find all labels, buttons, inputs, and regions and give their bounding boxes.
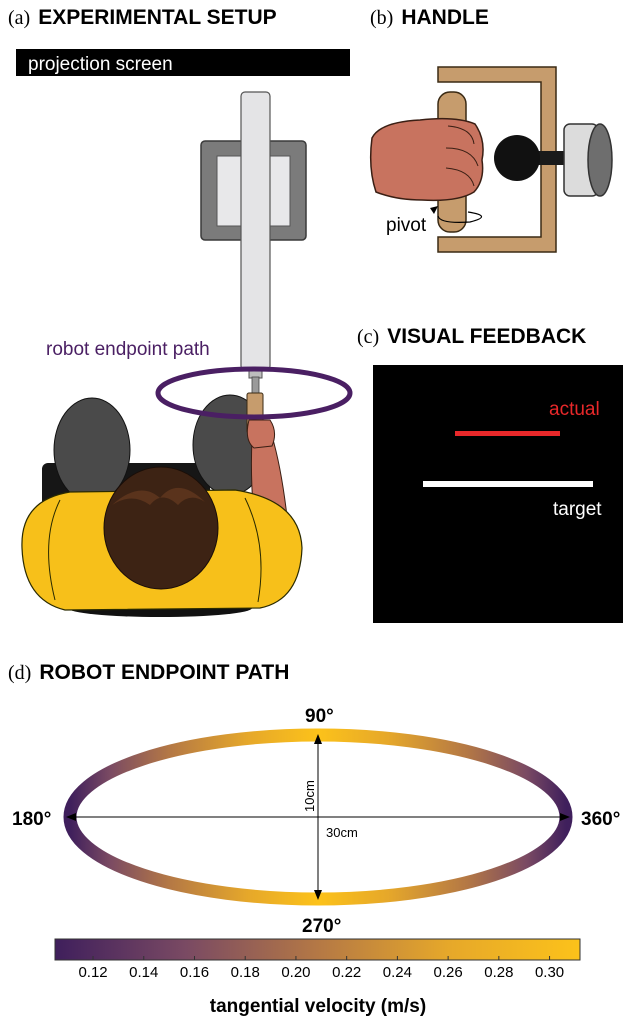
robot-endpoint-path-ellipse [155, 366, 353, 420]
angle-180-label: 180° [12, 809, 51, 830]
projection-screen-label: projection screen [28, 54, 173, 75]
panel-d-heading: ROBOT ENDPOINT PATH [39, 661, 290, 684]
pivot-label: pivot [386, 215, 427, 236]
width-label: 30cm [326, 825, 358, 840]
width-arrow-right [560, 813, 570, 821]
left-leg [53, 397, 131, 503]
pivot-arrowhead [430, 206, 438, 214]
height-label: 10cm [302, 780, 317, 812]
colorbar-label: tangential velocity (m/s) [210, 996, 426, 1017]
height-arrow-bottom [314, 890, 322, 900]
visual-feedback-screen: actual target [373, 365, 623, 623]
actual-line [455, 431, 560, 436]
colorbar-tick-label: 0.12 [78, 964, 107, 981]
angle-90-label: 90° [305, 706, 334, 727]
panel-b-title: (b) HANDLE [370, 6, 489, 30]
projection-screen [16, 49, 350, 76]
actual-label: actual [549, 399, 600, 420]
robot-arm-shaft [251, 376, 260, 394]
hand-fist [369, 117, 484, 202]
motor-disk-face [587, 123, 613, 197]
fist-finger-3 [445, 167, 475, 187]
colorbar-tick-label: 0.30 [535, 964, 564, 981]
panel-d-letter: (d) [8, 662, 32, 684]
colorbar-tick-label: 0.14 [129, 964, 158, 981]
handle-ball [494, 135, 540, 181]
experimental-setup-illustration: projection screen robot endpoint path [16, 49, 353, 617]
colorbar-tick-label: 0.26 [434, 964, 463, 981]
velocity-colorbar [54, 938, 581, 961]
colorbar-tick-label: 0.18 [231, 964, 260, 981]
colorbar-tick-label: 0.16 [180, 964, 209, 981]
colorbar-tick-label: 0.28 [484, 964, 513, 981]
width-arrow-left [66, 813, 76, 821]
colorbar-tick-label: 0.22 [332, 964, 361, 981]
panel-a-heading: EXPERIMENTAL SETUP [38, 6, 277, 29]
robot-arm [240, 91, 271, 371]
shirt-fold-left [48, 499, 61, 601]
head-hair [103, 466, 219, 590]
height-arrow-top [314, 734, 322, 744]
target-line [423, 481, 593, 487]
fist-finger-2 [445, 147, 479, 167]
panel-a-title: (a) EXPERIMENTAL SETUP [8, 6, 277, 30]
right-hand [246, 419, 276, 449]
handle-frame [437, 66, 557, 253]
pivot-rotation-arrow [437, 211, 483, 223]
head-hair-strands [112, 487, 205, 505]
panel-b-letter: (b) [370, 7, 394, 29]
panel-c-heading: VISUAL FEEDBACK [387, 325, 587, 348]
shirt-fold-right [244, 497, 262, 603]
robot-endpoint-path-label: robot endpoint path [46, 339, 210, 360]
fist-finger-1 [447, 125, 475, 145]
panel-c-title: (c) VISUAL FEEDBACK [357, 325, 586, 349]
angle-270-label: 270° [302, 916, 341, 937]
panel-a-letter: (a) [8, 7, 31, 29]
feedback-background [373, 365, 623, 623]
colorbar-tick-label: 0.20 [281, 964, 310, 981]
panel-b-heading: HANDLE [401, 6, 489, 29]
angle-360-label: 360° [581, 809, 620, 830]
handle-illustration: pivot [369, 66, 613, 253]
colorbar-tick-label: 0.24 [383, 964, 412, 981]
target-label: target [553, 499, 602, 520]
colorbar-ticks: 0.12 0.14 0.16 0.18 0.20 0.22 0.24 0.26 0.28 0.30 [78, 956, 564, 981]
panel-d-title: (d) ROBOT ENDPOINT PATH [8, 661, 289, 685]
panel-c-letter: (c) [357, 326, 380, 348]
